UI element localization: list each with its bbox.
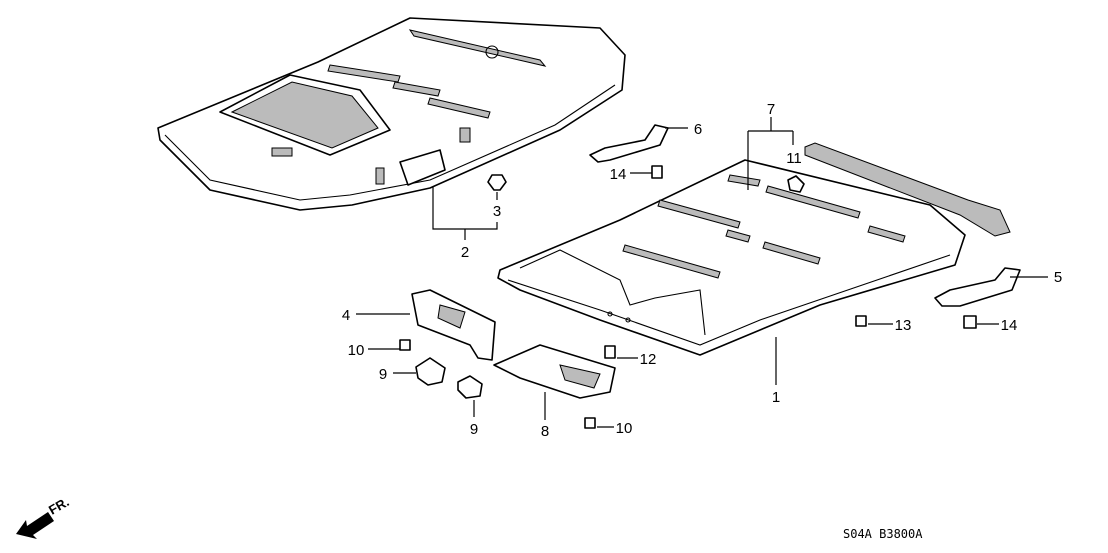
callout-4: 4 — [342, 307, 350, 324]
front-label: FR. — [46, 494, 72, 517]
grab-handle-6 — [589, 124, 669, 163]
roof-trim — [804, 142, 1011, 237]
callout-10a: 10 — [348, 342, 365, 359]
callout-5: 5 — [1054, 269, 1062, 286]
callout-3: 3 — [493, 203, 501, 220]
screws — [399, 165, 977, 429]
callout-13: 13 — [895, 317, 912, 334]
clip-3 — [487, 174, 507, 191]
callout-9b: 9 — [470, 421, 478, 438]
leader-lines — [356, 117, 1048, 428]
front-arrow-icon — [16, 512, 54, 539]
clip-11 — [787, 175, 805, 193]
sun-visor-right — [493, 344, 616, 399]
diagram-code: S04A B3800A — [843, 527, 923, 541]
callout-7: 7 — [767, 101, 775, 118]
holder-9b — [457, 375, 483, 399]
callout-6: 6 — [694, 121, 702, 138]
callout-14b: 14 — [1001, 317, 1018, 334]
headliner-sunroof — [157, 17, 626, 211]
grab-handle-5 — [934, 267, 1021, 307]
callout-1: 1 — [772, 389, 780, 406]
holder-9a — [415, 357, 446, 386]
callout-2: 2 — [461, 244, 469, 261]
headliner-main — [497, 159, 966, 356]
callout-10b: 10 — [616, 420, 633, 437]
callout-9a: 9 — [379, 366, 387, 383]
callout-11: 11 — [786, 150, 802, 167]
callout-12: 12 — [640, 351, 657, 368]
callout-14a: 14 — [610, 166, 627, 183]
callout-8: 8 — [541, 423, 549, 440]
sun-visor-left — [411, 289, 496, 361]
